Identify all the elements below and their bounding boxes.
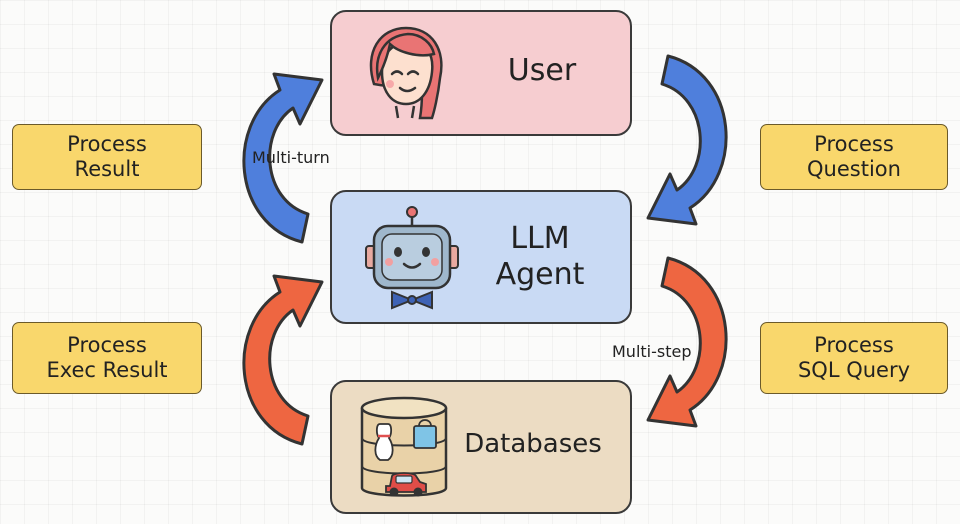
robot-icon bbox=[365, 206, 459, 310]
user-node: User bbox=[330, 10, 632, 136]
llm-agent-title-line1: LLM bbox=[510, 221, 570, 256]
caption-multi-step: Multi-step bbox=[612, 342, 692, 361]
databases-title: Databases bbox=[464, 429, 602, 459]
label-process-result-line2: Result bbox=[74, 157, 140, 181]
caption-multi-turn: Multi-turn bbox=[252, 148, 330, 167]
arrow-agent-to-user bbox=[242, 72, 324, 244]
label-process-question: Process Question bbox=[760, 124, 948, 190]
label-process-result-line1: Process bbox=[67, 131, 147, 156]
label-process-result: Process Result bbox=[12, 124, 202, 190]
database-icon bbox=[360, 396, 448, 497]
label-process-sql-query-line1: Process bbox=[814, 332, 894, 357]
label-process-exec-result-line1: Process bbox=[67, 332, 147, 357]
label-process-question-line2: Question bbox=[807, 157, 901, 181]
user-face-icon bbox=[369, 26, 443, 120]
label-process-sql-query: Process SQL Query bbox=[760, 322, 948, 394]
arrow-agent-to-databases bbox=[646, 256, 728, 428]
label-process-exec-result: Process Exec Result bbox=[12, 322, 202, 394]
llm-agent-title-line2: Agent bbox=[495, 257, 585, 292]
label-process-question-line1: Process bbox=[814, 131, 894, 156]
llm-agent-node: LLM Agent bbox=[330, 190, 632, 324]
databases-node: Databases bbox=[330, 380, 632, 514]
label-process-sql-query-line2: SQL Query bbox=[797, 358, 911, 382]
arrow-user-to-agent bbox=[646, 54, 728, 226]
arrow-databases-to-agent bbox=[242, 274, 324, 446]
label-process-exec-result-line2: Exec Result bbox=[46, 358, 168, 382]
user-title: User bbox=[507, 53, 577, 88]
